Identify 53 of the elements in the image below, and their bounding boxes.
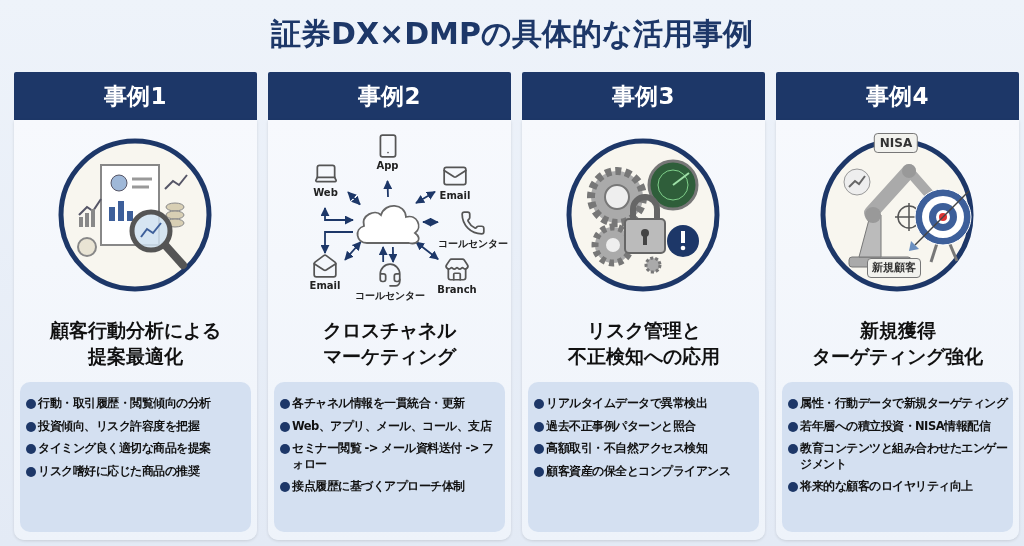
- bullet-panel: [528, 382, 759, 532]
- bullet-item: リアルタイムデータで異常検出: [546, 396, 707, 412]
- channel-label: Email: [309, 280, 341, 291]
- case-title: 新規獲得ターゲティング強化: [811, 318, 984, 369]
- case-card: [522, 120, 765, 540]
- case-card: [776, 120, 1019, 540]
- case-header-band: 事例4: [776, 72, 1019, 120]
- bullet-item: Web、アプリ、メール、コール、支店: [292, 418, 492, 435]
- case-title: リスク管理と不正検知への応用: [566, 318, 721, 369]
- channel-label: Email: [439, 190, 471, 201]
- arrow: [422, 217, 439, 227]
- bullet-item: 過去不正事例パターンと照合: [546, 418, 696, 435]
- bullet-item: 将来的な顧客のロイヤリティ向上: [800, 479, 973, 495]
- case-header-band: 事例3: [522, 72, 765, 120]
- channel-node: [438, 210, 508, 252]
- bullet-item: 接点履歴に基づくアプローチ体制: [292, 479, 465, 495]
- channel-label: Branch: [437, 284, 477, 295]
- bullet-item: 各チャネル情報を一貫統合・更新: [292, 396, 465, 412]
- bullet-panel: [20, 382, 251, 532]
- bullet-item: 高額取引・不自然アクセス検知: [546, 441, 707, 457]
- arrow: [347, 191, 361, 206]
- bullet-item: 若年層への積立投資・NISA情報配信: [800, 418, 991, 435]
- bullet-item: タイミング良く適切な商品を提案: [38, 441, 211, 457]
- arrow: [388, 246, 398, 263]
- arrow: [415, 241, 439, 261]
- arrow: [383, 180, 393, 198]
- channel-label: App: [376, 160, 399, 171]
- case-header-band: 事例1: [14, 72, 257, 120]
- arrow: [378, 246, 388, 263]
- case-header-band: 事例2: [268, 72, 511, 120]
- tag-label: 新規顧客: [867, 258, 921, 278]
- bullet-panel: [782, 382, 1013, 532]
- case-card: [14, 120, 257, 540]
- arrow: [320, 207, 354, 225]
- channel-label: コールセンター: [355, 289, 425, 303]
- arrow: [320, 231, 354, 254]
- bullet-item: 顧客資産の保全とコンプライアンス: [546, 463, 730, 480]
- bullet-item: 投資傾向、リスク許容度を把握: [38, 418, 199, 435]
- case-title: 顧客行動分析による提案最適化: [49, 318, 222, 369]
- bullet-item: 行動・取引履歴・閲覧傾向の分析: [38, 396, 211, 412]
- channel-label: Web: [313, 187, 338, 198]
- arrow: [344, 241, 362, 261]
- bullet-item: 教育コンテンツと組み合わせたエンゲージメント: [800, 441, 1008, 473]
- bullet-item: 属性・行動データで新規ターゲティング: [800, 396, 1007, 412]
- bullet-panel: [274, 382, 505, 532]
- bullet-item: セミナー閲覧 -> メール資料送付 -> フォロー: [292, 441, 495, 473]
- channel-label: コールセンター: [438, 237, 508, 251]
- speech-bubble: NISA: [873, 133, 919, 153]
- page-title: 証券DX×DMPの具体的な活用事例: [270, 15, 754, 53]
- case-title: クロスチャネルマーケティング: [322, 318, 458, 369]
- case-card: [268, 120, 511, 540]
- arrow: [415, 190, 436, 204]
- bullet-item: リスク嗜好に応じた商品の推奨: [38, 463, 199, 480]
